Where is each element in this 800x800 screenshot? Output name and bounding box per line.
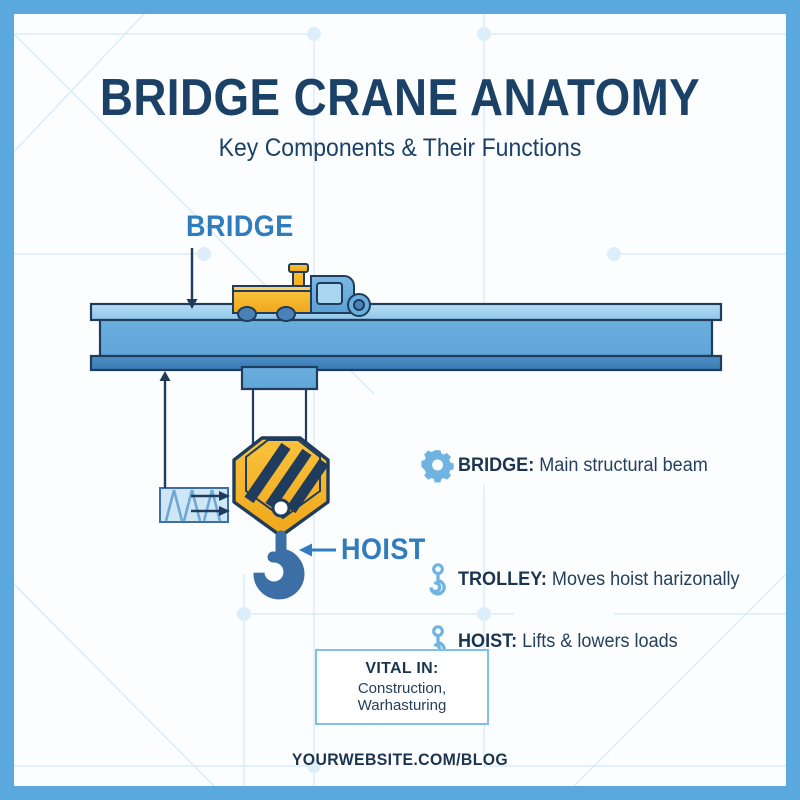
legend-separator: : [540,569,547,590]
callout-arrow-bridge [186,248,198,309]
vital-in-heading: VITAL IN: [365,660,439,677]
callout-arrow-horizontal [191,491,230,516]
callout-arrow-vertical [159,371,171,488]
legend-list: BRIDGE: Main structural beam TROLLEY: Mo… [418,446,768,670]
legend-item-bridge: BRIDGE: Main structural beam [418,446,768,486]
legend-separator: : [511,631,518,652]
striped-measure-box [159,487,229,523]
page-title: BRIDGE CRANE ANATOMY [99,69,701,127]
i-beam-girder [89,302,723,372]
hook-icon [418,560,458,600]
legend-item-text: HOIST: Lifts & lowers loads [458,631,678,653]
vital-in-line-2: Warhasturing [357,697,447,714]
website-url: YOURWEBSITE.COM/BLOG [291,750,509,769]
hook-block [232,436,330,538]
gear-icon [418,446,458,486]
callout-label-bridge: BRIDGE [186,210,294,243]
trolley-vehicle [232,263,371,322]
legend-description: Moves hoist harizonally [551,569,740,590]
crane-diagram [89,248,723,600]
vital-in-box: VITAL IN: Construction, Warhasturing [315,649,489,725]
lifting-hook [253,530,305,600]
trolley-carriage [240,365,319,391]
legend-item-text: TROLLEY: Moves hoist harizonally [458,569,740,591]
legend-item-hoist: HOIST: Lifts & lowers loads [418,622,768,662]
legend-term: TROLLEY [458,569,541,590]
legend-term: HOIST [458,631,512,652]
legend-description: Lifts & lowers loads [522,631,678,652]
legend-description: Main structural beam [539,455,708,476]
legend-separator: : [528,455,535,476]
legend-item-text: BRIDGE: Main structural beam [458,455,708,477]
page-subtitle: Key Components & Their Functions [218,134,582,162]
vital-in-line-1: Construction, [357,680,447,697]
legend-item-trolley: TROLLEY: Moves hoist harizonally [418,560,768,600]
legend-term: BRIDGE [458,455,529,476]
infographic-frame: BRIDGE CRANE ANATOMY Key Components & Th… [14,14,786,786]
callout-label-hoist: HOIST [341,533,426,566]
callout-arrow-hoist [299,543,336,557]
